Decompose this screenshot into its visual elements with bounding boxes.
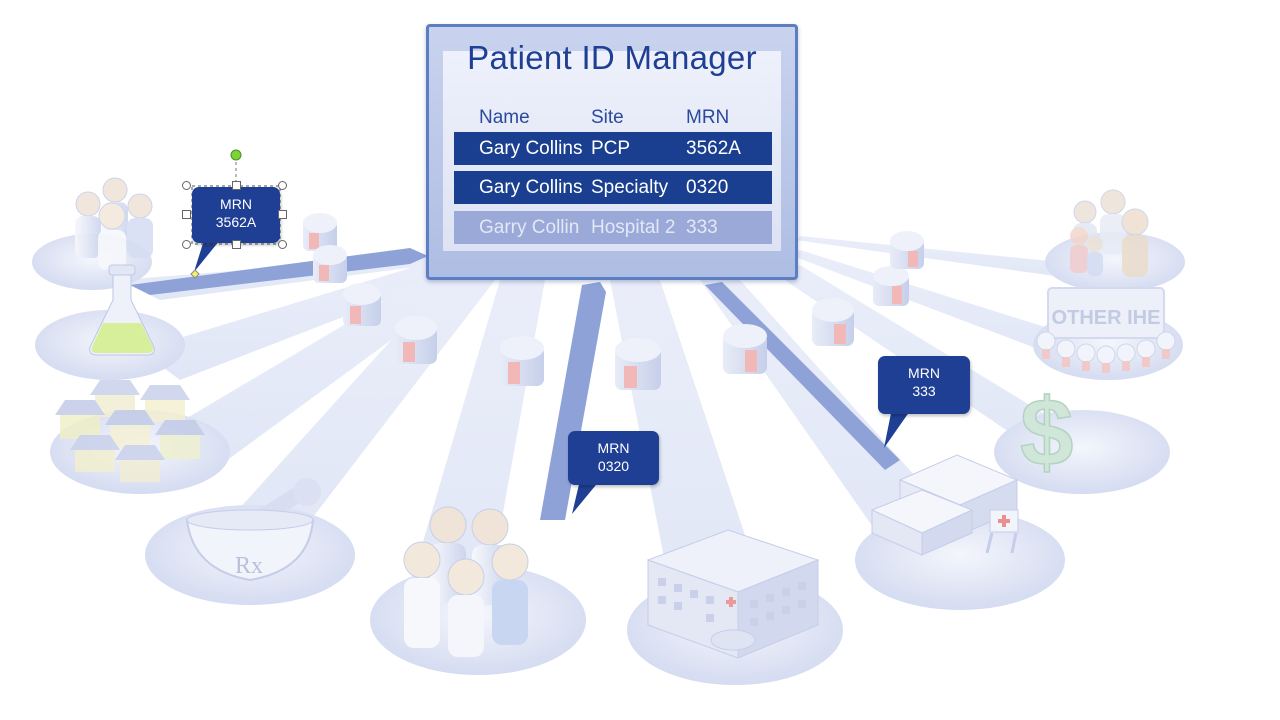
data-packet-icon <box>500 336 544 386</box>
family-icon <box>1070 189 1149 277</box>
adjust-handle[interactable] <box>190 269 200 279</box>
callout-label: MRN <box>908 365 940 381</box>
rotate-handle[interactable] <box>230 149 242 161</box>
svg-text:$: $ <box>1020 379 1073 486</box>
row-mrn: 0320 <box>686 177 729 198</box>
mrn-callout-specialty[interactable]: MRN 0320 <box>568 431 659 485</box>
callout-value: 0320 <box>597 458 630 474</box>
data-packet-icon <box>890 231 924 269</box>
hospital-2-icon <box>870 454 1019 556</box>
row-name: Gary Collins <box>479 177 583 198</box>
callout-label: MRN <box>220 196 252 212</box>
other-ihe-sign: OTHER IHE <box>1036 287 1176 373</box>
resize-handle[interactable] <box>182 240 191 249</box>
table-row: Gary Collins PCP 3562A <box>454 132 772 165</box>
page-title: Patient ID Manager <box>467 39 757 76</box>
data-packet-icon <box>313 245 347 283</box>
callout-pointer <box>572 480 600 514</box>
resize-handle[interactable] <box>278 210 287 219</box>
callout-pointer <box>884 408 912 448</box>
resize-handle[interactable] <box>182 210 191 219</box>
row-site: Hospital 2 <box>591 217 676 238</box>
table-row: Garry Collin Hospital 2 333 <box>454 211 772 244</box>
resize-handle[interactable] <box>182 181 191 190</box>
rx-label: Rx <box>235 553 263 579</box>
data-packet-icon <box>873 266 909 306</box>
resize-handle[interactable] <box>232 240 241 249</box>
link-specialty <box>540 282 606 520</box>
callout-value: 333 <box>912 383 936 399</box>
resize-handle[interactable] <box>278 181 287 190</box>
hospital-building-icon <box>646 529 820 659</box>
row-name: Gary Collins <box>479 138 583 159</box>
dollar-sign-icon: $ <box>1019 378 1074 487</box>
people-group-icon <box>403 506 529 657</box>
other-ihe-label: OTHER IHE <box>1052 307 1161 329</box>
data-packet-icon <box>615 338 661 390</box>
data-packet-icon <box>343 283 381 326</box>
data-packet-icon <box>395 316 437 364</box>
houses-icon <box>55 380 205 482</box>
column-header-mrn: MRN <box>686 107 730 128</box>
mrn-callout-pcp[interactable]: MRN 3562A <box>192 187 280 243</box>
column-header-name: Name <box>479 107 530 128</box>
row-mrn: 333 <box>686 217 718 238</box>
row-site: PCP <box>591 138 631 159</box>
resize-handle[interactable] <box>232 181 241 190</box>
row-name: Garry Collin <box>479 217 580 238</box>
message-drums <box>303 213 924 390</box>
data-packet-icon <box>812 298 854 346</box>
patient-id-manager-panel: Patient ID Manager Name Site MRN Gary Co… <box>426 24 798 280</box>
resize-handle[interactable] <box>278 240 287 249</box>
table-row: Gary Collins Specialty 0320 <box>454 171 772 204</box>
row-site: Specialty <box>591 177 669 198</box>
column-header-site: Site <box>591 107 624 128</box>
data-packet-icon <box>303 213 337 251</box>
mrn-callout-hospital2[interactable]: MRN 333 <box>878 356 970 414</box>
people-group-icon <box>75 177 153 270</box>
data-packet-icon <box>723 324 767 374</box>
lab-flask-icon <box>89 264 155 356</box>
mortar-pestle-icon: Rx <box>185 478 321 582</box>
callout-label: MRN <box>597 440 630 456</box>
row-mrn: 3562A <box>686 138 741 159</box>
callout-value: 3562A <box>215 214 257 230</box>
